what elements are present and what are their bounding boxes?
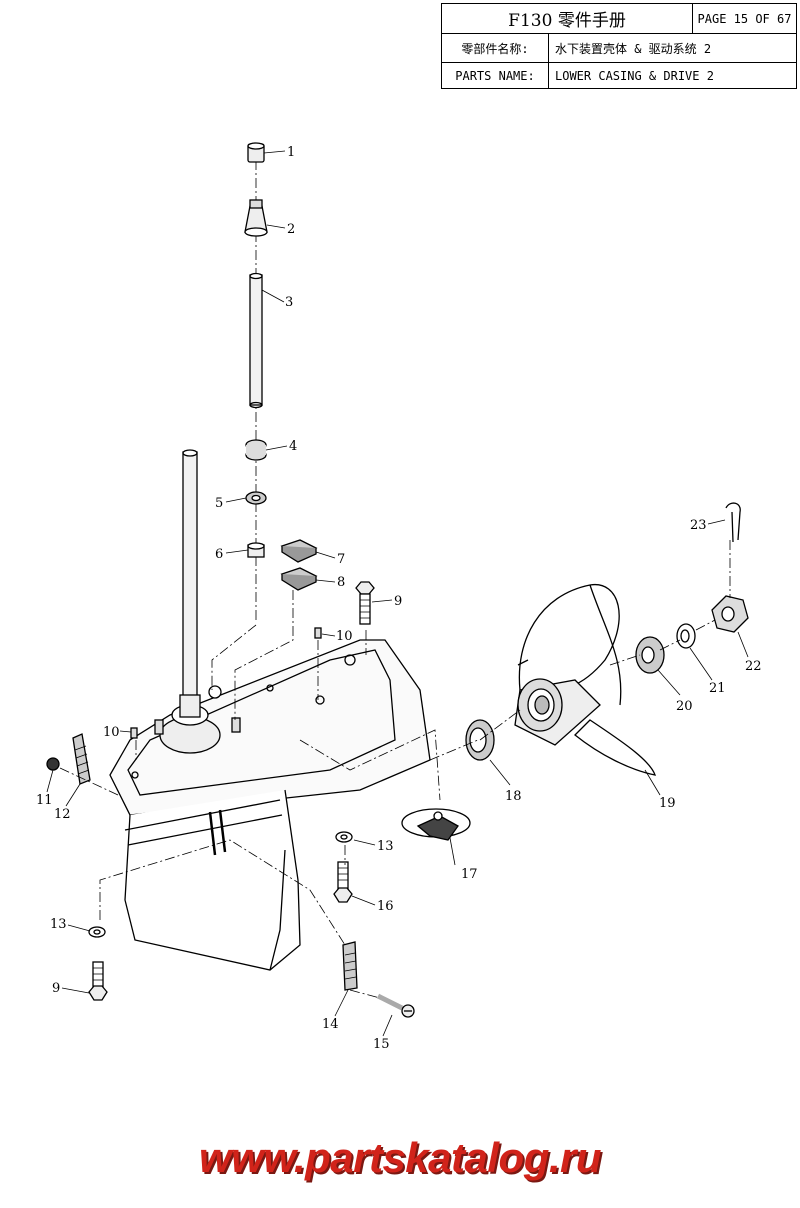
- callout-6: 6: [215, 547, 223, 562]
- leader-lines: [46, 150, 749, 1037]
- callout-14: 14: [322, 1017, 339, 1032]
- callout-15: 15: [373, 1037, 390, 1052]
- callout-12: 12: [54, 807, 71, 822]
- part-7-rubber-block: [280, 539, 318, 563]
- parts-name-row: PARTS NAME: LOWER CASING & DRIVE 2: [442, 63, 796, 89]
- callout-1: 1: [287, 145, 295, 160]
- part-9-bolt-upper: [355, 581, 375, 625]
- part-10-dowel-lower: [130, 727, 138, 739]
- watermark-text: www.partskatalog.ru: [198, 1134, 602, 1181]
- part-15-screw: [376, 993, 415, 1018]
- callout-3: 3: [285, 295, 293, 310]
- part-12-anode: [72, 733, 91, 785]
- parts-name-label: PARTS NAME:: [455, 69, 535, 83]
- part-13-washer-lower: [88, 926, 106, 938]
- part-23-cotter-pin: [725, 502, 741, 543]
- drive-shaft: [182, 449, 198, 703]
- part-6-collar: [247, 542, 265, 558]
- part-3-tube: [249, 272, 263, 409]
- callout-23: 23: [690, 518, 707, 533]
- part-9-bolt-lower: [88, 961, 108, 1001]
- chinese-name-label: 零部件名称:: [461, 41, 529, 56]
- lower-casing-housing: [109, 639, 431, 971]
- part-4-grommet: [245, 439, 267, 461]
- part-20-spacer: [635, 636, 665, 674]
- part-17-trim-tab: [401, 808, 471, 841]
- title-row: F130 零件手册 PAGE 15 OF 67: [442, 4, 796, 34]
- part-1-bushing: [247, 142, 265, 163]
- catalog-title: F130 零件手册: [508, 11, 626, 31]
- callout-21: 21: [709, 681, 726, 696]
- watermark: www.partskatalog.ru: [0, 1128, 800, 1188]
- part-5-seal: [245, 491, 267, 505]
- assembly-lines: [59, 540, 731, 999]
- part-10-dowel-upper: [314, 627, 322, 639]
- callout-5: 5: [215, 496, 223, 511]
- part-11-nut: [46, 757, 60, 771]
- callout-13-upper: 13: [377, 839, 394, 854]
- chinese-name-row: 零部件名称: 水下装置壳体 & 驱动系统 2: [442, 34, 796, 63]
- callout-9-lower: 9: [52, 981, 60, 996]
- part-19-propeller: [514, 584, 656, 776]
- callout-10-upper: 10: [336, 629, 353, 644]
- part-13-washer-upper: [335, 831, 353, 843]
- part-21-washer: [676, 623, 696, 649]
- callout-8: 8: [337, 575, 345, 590]
- callout-numbers: 1 2 3 4 5 6 7 8 9 10 10 11 12 13 13 16 9…: [36, 145, 762, 1052]
- page-indicator: PAGE 15 OF 67: [692, 4, 796, 33]
- callout-10-lower: 10: [103, 725, 120, 740]
- chinese-name-value: 水下装置壳体 & 驱动系统 2: [548, 34, 796, 62]
- callout-11: 11: [36, 793, 53, 808]
- callout-18: 18: [505, 789, 522, 804]
- part-2-coupling: [244, 199, 268, 237]
- callout-9-upper: 9: [394, 594, 402, 609]
- part-16-bolt: [333, 861, 353, 903]
- callout-17: 17: [461, 867, 478, 882]
- part-8-rubber-pad: [280, 567, 318, 591]
- callout-19: 19: [659, 796, 676, 811]
- callout-20: 20: [676, 699, 693, 714]
- title-block: F130 零件手册 PAGE 15 OF 67 零部件名称: 水下装置壳体 & …: [441, 3, 797, 89]
- callout-4: 4: [289, 439, 297, 454]
- callout-7: 7: [337, 552, 345, 567]
- callout-2: 2: [287, 222, 295, 237]
- callout-16: 16: [377, 899, 394, 914]
- part-14-anode-plate: [342, 941, 358, 991]
- callout-22: 22: [745, 659, 762, 674]
- parts-name-value: LOWER CASING & DRIVE 2: [548, 63, 796, 89]
- callout-13-lower: 13: [50, 917, 67, 932]
- part-22-castle-nut: [711, 595, 749, 633]
